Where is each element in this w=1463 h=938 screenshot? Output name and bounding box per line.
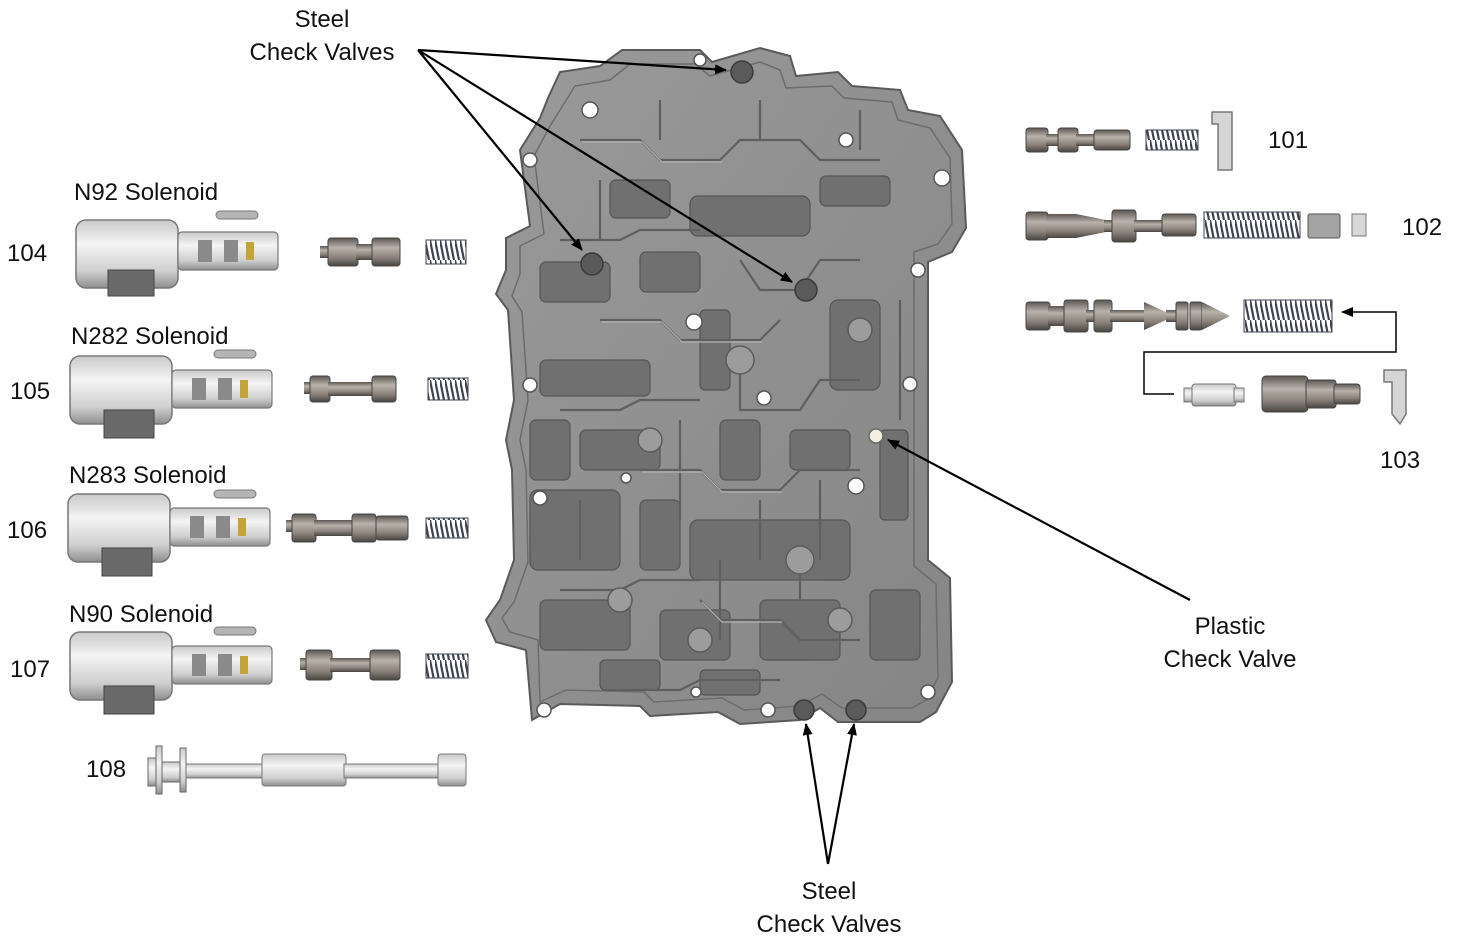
plastic-check-valve-line1: Plastic: [1195, 613, 1266, 640]
valve-108: [147, 745, 467, 795]
spring-107: [425, 653, 469, 679]
solenoid-n90: [69, 626, 273, 715]
spool-105: [304, 375, 397, 403]
steel-check-valves-bottom-line2: Check Valves: [757, 911, 902, 938]
spring-106: [425, 517, 469, 539]
valve-body-plate: [484, 46, 968, 726]
spool-104: [320, 237, 401, 267]
part-number-106: 106: [7, 517, 47, 544]
solenoid-n283: [67, 489, 271, 577]
plastic-check-valve-line2: Check Valve: [1164, 646, 1297, 673]
solenoid-label-n92: N92 Solenoid: [74, 179, 218, 206]
callout-arrows-top: [417, 48, 793, 283]
part-number-103: 103: [1380, 447, 1420, 474]
steel-check-valves-top-line1: Steel: [295, 6, 350, 33]
solenoid-n282: [69, 349, 273, 439]
part-number-108: 108: [86, 756, 126, 783]
solenoid-label-n282: N282 Solenoid: [71, 323, 228, 350]
spring-105: [427, 377, 469, 401]
callout-arrow-plastic: [887, 439, 1191, 601]
part-number-107: 107: [10, 656, 50, 683]
solenoid-label-n283: N283 Solenoid: [69, 462, 226, 489]
spring-104: [425, 239, 467, 265]
part-number-102: 102: [1402, 214, 1442, 241]
steel-check-valves-top-line2: Check Valves: [250, 39, 395, 66]
valve-101: [1025, 111, 1233, 171]
callout-arrows-bottom: [802, 723, 857, 865]
spool-107: [300, 649, 401, 681]
part-number-104: 104: [7, 240, 47, 267]
part-number-101: 101: [1268, 127, 1308, 154]
part-number-105: 105: [10, 378, 50, 405]
spool-106: [286, 513, 409, 543]
valve-103: [1025, 299, 1407, 426]
steel-check-valves-bottom-line1: Steel: [802, 878, 857, 905]
solenoid-label-n90: N90 Solenoid: [69, 601, 213, 628]
valve-102: [1025, 209, 1367, 243]
solenoid-n92: [75, 210, 279, 297]
